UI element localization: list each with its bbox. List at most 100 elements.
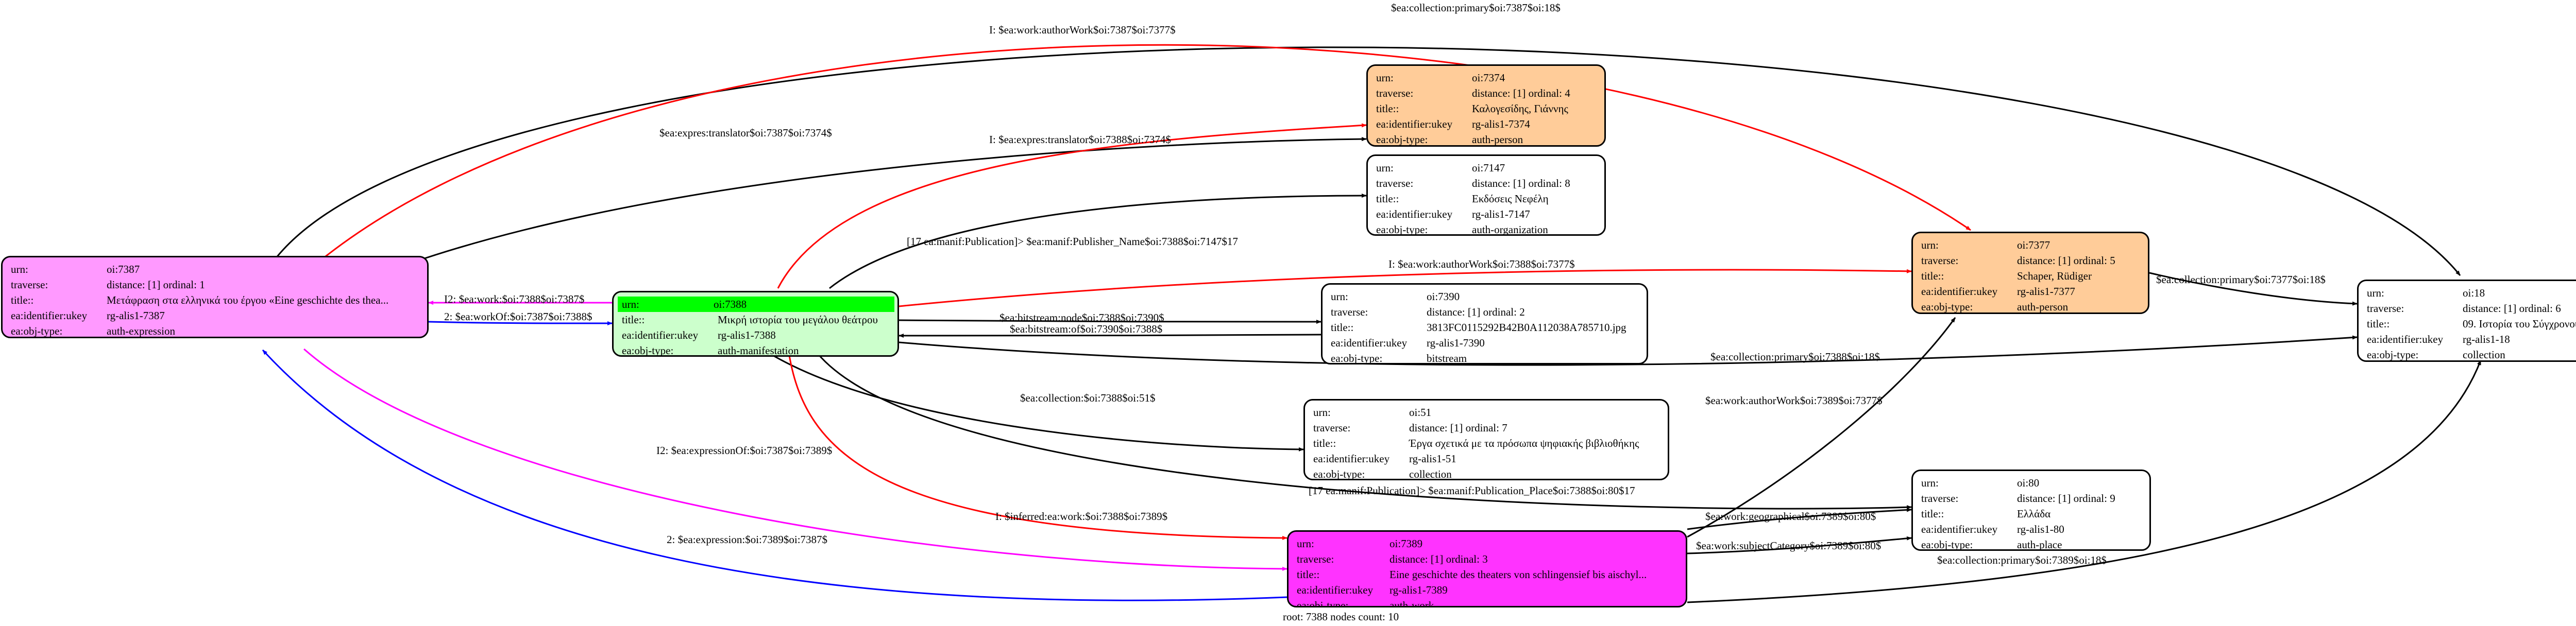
edge-e11 [899, 335, 2358, 366]
edge-e8 [899, 269, 1912, 307]
node-row-title: title::Καλογεσίδης, Γιάννης [1376, 101, 1598, 116]
node-value: Schaper, Rüdiger [2017, 270, 2092, 282]
node-value: oi:7147 [1472, 162, 1505, 174]
node-key: urn: [1313, 406, 1331, 419]
node-value: rg-alis1-18 [2463, 333, 2510, 345]
edge-e13 [813, 349, 1912, 510]
node-row-ea-obj-type: ea:obj-type:auth-manifestation [622, 343, 891, 355]
node-value: Μετάφραση στα ελληνικά του έργου «Eine g… [107, 294, 389, 306]
node-key: ea:obj-type: [1376, 223, 1428, 236]
edge-label-e5: [17 ea:manif:Publication]> $ea:manif:Pub… [907, 235, 1238, 248]
node-key: ea:obj-type: [11, 325, 63, 337]
edge-e20 [1687, 360, 2482, 603]
node-row-traverse: traverse: distance: [1] ordinal: 8 [1376, 176, 1598, 191]
edge-e4 [777, 123, 1367, 289]
node-key: ea:identifier:ukey [1376, 118, 1453, 130]
edge-label-e13: [17 ea:manif:Publication]> $ea:manif:Pub… [1309, 484, 1635, 497]
node-row-urn: urn:oi:18 [2367, 285, 2576, 301]
edge-e17 [1687, 317, 1956, 538]
edge-e18 [1687, 508, 1912, 530]
node-row-urn: urn:oi:80 [1921, 475, 2143, 491]
edge-label-e16: 2: $ea:expression:$oi:7389$oi:7387$ [667, 533, 827, 546]
edge-e10 [899, 333, 1321, 338]
node-row-title: title::Μικρή ιστορία του μεγάλου θεάτρου [622, 312, 891, 327]
edge-e7 [428, 321, 613, 325]
node-row-ea-obj-type: ea:obj-type:auth-person [1376, 132, 1598, 145]
edge-label-e1: $ea:collection:primary$oi:7387$oi:18$ [1391, 2, 1561, 14]
node-value: distance: [1] ordinal: 1 [107, 279, 205, 291]
node-value: auth-work [1389, 599, 1434, 607]
node-row-urn: urn:oi:7389 [1297, 536, 1680, 551]
node-value: distance: [1] ordinal: 4 [1472, 87, 1570, 99]
node-key: urn: [1921, 239, 1939, 251]
node-value: collection [1409, 468, 1452, 480]
node-row-ea-identifier-ukey: ea:identifier:ukey rg-alis1-18 [2367, 332, 2576, 347]
edge-e19 [1687, 536, 1912, 554]
node-row-ea-obj-type: ea:obj-type:auth-work [1297, 598, 1680, 607]
node-row-traverse: traverse:distance: [1] ordinal: 7 [1313, 420, 1662, 436]
edge-label-e18: $ea:work:geographical$oi:7389$oi:80$ [1705, 510, 1876, 523]
node-row-urn: urn:oi:51 [1313, 405, 1662, 420]
node-value: Eine geschichte des theaters von schling… [1389, 568, 1647, 581]
node-row-title: title::Εκδόσεις Νεφέλη [1376, 191, 1598, 206]
node-key: ea:identifier:ukey [1297, 584, 1374, 596]
node-value: rg-alis1-7389 [1389, 584, 1448, 596]
node-key: traverse: [1376, 177, 1414, 189]
node-value: oi:80 [2017, 477, 2040, 489]
node-row-urn: urn:oi:7374 [1376, 70, 1598, 85]
node-value: distance: [1] ordinal: 6 [2463, 302, 2561, 315]
node-value: rg-alis1-7374 [1472, 118, 1530, 130]
node-row-title: title::Έργα σχετικά με τα πρόσωπα ψηφιακ… [1313, 436, 1662, 451]
node-value: distance: [1] ordinal: 5 [2017, 254, 2115, 267]
node-key: title:: [1376, 102, 1399, 115]
edge-e14 [787, 349, 1287, 540]
edge-label-e10: $ea:bitstream:of$oi:7390$oi:7388$ [1010, 323, 1162, 335]
edge-e15 [303, 348, 1287, 571]
node-key: title:: [11, 294, 34, 306]
node-row-title: title::Μετάφραση στα ελληνικά του έργου … [11, 292, 421, 308]
node-key: ea:obj-type: [1921, 301, 1973, 313]
graph-footer: root: 7388 nodes count: 10 [1283, 611, 1399, 623]
node-value: oi:7388 [714, 298, 747, 310]
node-key: traverse: [11, 279, 48, 291]
node-key: urn: [1376, 72, 1394, 84]
node-key: title:: [1921, 270, 1944, 282]
node-key: traverse: [1331, 306, 1368, 318]
edge-e12 [762, 348, 1304, 451]
node-key: ea:identifier:ukey [2367, 333, 2444, 345]
node-row-urn: urn:oi:7390 [1331, 289, 1640, 304]
node-value: auth-organization [1472, 223, 1548, 236]
edge-label-e7: 2: $ea:workOf:$oi:7387$oi:7388$ [444, 310, 592, 323]
edge-label-e17: $ea:work:authorWork$oi:7389$oi:7377$ [1705, 394, 1883, 407]
node-value: distance: [1] ordinal: 8 [1472, 177, 1570, 189]
node-value: Μικρή ιστορία του μεγάλου θεάτρου [718, 314, 878, 326]
node-value: auth-expression [107, 325, 175, 337]
node-value: auth-place [2017, 538, 2062, 551]
node-value: oi:7387 [107, 263, 140, 275]
node-row-ea-obj-type: ea:obj-type:collection [1313, 466, 1662, 480]
node-row-ea-identifier-ukey: ea:identifier:ukey rg-alis1-7389 [1297, 582, 1680, 598]
node-row-ea-obj-type: ea:obj-type:auth-place [1921, 537, 2143, 551]
edge-e16 [262, 349, 1287, 601]
node-key: ea:identifier:ukey [1313, 453, 1390, 465]
node-key: ea:identifier:ukey [1376, 208, 1453, 220]
node-row-title: title::09. Ιστορία του Σύγχρονου ελληνικ… [2367, 316, 2576, 332]
edge-label-e3: $ea:expres:translator$oi:7387$oi:7374$ [659, 127, 832, 139]
node-row-traverse: traverse:distance: [1] ordinal: 3 [1297, 551, 1680, 567]
node-key: ea:obj-type: [2367, 349, 2419, 361]
